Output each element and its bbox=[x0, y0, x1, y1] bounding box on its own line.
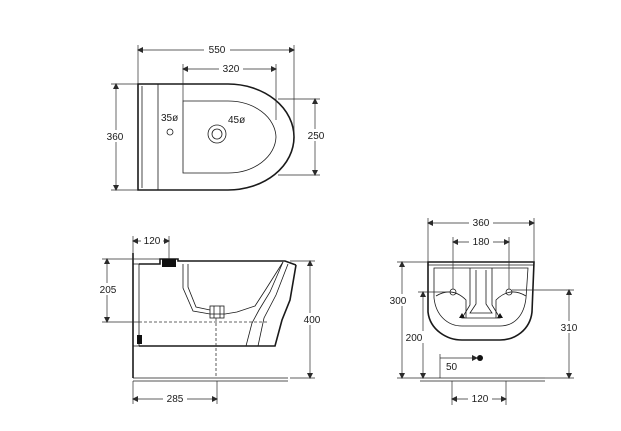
dim-drain-offset-50: 50 bbox=[446, 362, 458, 373]
drain-outlet bbox=[209, 305, 225, 319]
fixing-bracket bbox=[137, 335, 142, 344]
side-view-bowl-inner bbox=[182, 261, 284, 315]
dim-fixing-distance-180: 180 bbox=[473, 237, 490, 248]
rear-view-recess bbox=[433, 267, 529, 327]
dim-drain-offset-285: 285 bbox=[167, 394, 184, 405]
drain-hole-inner-icon bbox=[211, 128, 223, 140]
drain-hole-label: 45ø bbox=[228, 115, 245, 126]
dim-width-550: 550 bbox=[209, 45, 226, 56]
dim-rear-width-360: 360 bbox=[473, 218, 490, 229]
inlet-fitting bbox=[162, 259, 176, 267]
tap-hole-label: 35ø bbox=[161, 113, 178, 124]
marker-left-icon bbox=[459, 313, 465, 318]
tap-hole-icon bbox=[166, 128, 174, 136]
dim-inlet-offset-120: 120 bbox=[144, 236, 161, 247]
dim-fixing-height-300: 300 bbox=[390, 296, 407, 307]
side-view: 120 205 400 285 bbox=[97, 234, 324, 405]
marker-right-icon bbox=[497, 313, 503, 318]
rear-view: 360 180 300 200 310 50 120 bbox=[388, 216, 582, 405]
rear-view-channel bbox=[461, 268, 501, 319]
dim-rim-depth-250: 250 bbox=[308, 131, 325, 142]
dim-supply-height-310: 310 bbox=[561, 323, 578, 334]
top-view-bowl bbox=[182, 100, 277, 174]
dim-inner-width-320: 320 bbox=[223, 64, 240, 75]
side-view-front-profile bbox=[234, 264, 297, 347]
rear-view-outline bbox=[427, 261, 535, 341]
drain-hole-outer-icon bbox=[207, 124, 227, 144]
dim-total-height-400: 400 bbox=[304, 315, 321, 326]
dim-drain-spacing-120: 120 bbox=[472, 394, 489, 405]
fixing-plate bbox=[132, 263, 140, 347]
drain-point-icon bbox=[477, 355, 483, 361]
side-view-top-rim bbox=[139, 258, 297, 266]
top-view-outline bbox=[137, 83, 295, 191]
dim-drain-height-200: 200 bbox=[406, 333, 423, 344]
top-view: 550 320 360 250 35ø 45ø bbox=[104, 43, 327, 191]
dim-inlet-height-205: 205 bbox=[100, 285, 117, 296]
dim-depth-360: 360 bbox=[107, 132, 124, 143]
